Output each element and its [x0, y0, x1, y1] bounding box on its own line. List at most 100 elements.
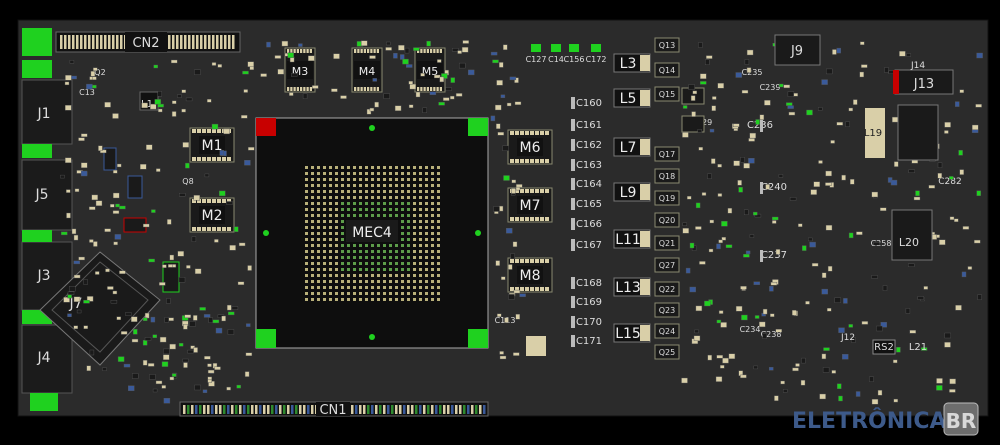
ball [353, 262, 356, 265]
smd-pad [818, 160, 823, 164]
smd-pad [705, 59, 710, 65]
ball [389, 268, 392, 271]
smd-pad [443, 97, 450, 101]
l5-label: L5 [620, 91, 637, 107]
smd-pad [207, 369, 215, 374]
right-block: J9 J13 J14 L19 L20 J12 RS2 L21 [774, 34, 954, 355]
smd-pad [113, 169, 118, 174]
ball [311, 190, 314, 193]
ball [353, 268, 356, 271]
pad [515, 189, 519, 193]
smd-pad [246, 323, 251, 327]
smd-pad [975, 104, 982, 108]
smd-pad [439, 76, 444, 83]
j13-label: J13 [913, 77, 934, 92]
smd-pad [818, 107, 823, 111]
ball [419, 238, 422, 241]
ball [317, 268, 320, 271]
ball [389, 166, 392, 169]
pad [287, 87, 290, 91]
smd-pad [698, 146, 703, 151]
cn1-label: CN1 [319, 403, 346, 418]
ball [323, 256, 326, 259]
pin [287, 405, 290, 414]
smd-pad [245, 352, 253, 356]
ball [437, 202, 440, 205]
smd-pad [749, 132, 756, 139]
smd-pad [142, 223, 150, 228]
ball [341, 268, 344, 271]
smd-pad [445, 87, 452, 91]
smd-pad [787, 105, 794, 109]
ball [335, 256, 338, 259]
pin [200, 35, 203, 49]
pad [540, 159, 544, 163]
ball [425, 196, 428, 199]
smd-pad [787, 91, 795, 97]
smd-pad [98, 145, 103, 151]
ball [353, 286, 356, 289]
ball [329, 166, 332, 169]
pad [197, 227, 201, 231]
pad [535, 217, 539, 221]
ball [419, 196, 422, 199]
smd-pad [789, 197, 797, 201]
smd-pad [860, 41, 865, 45]
smd-pad [266, 41, 271, 48]
ball [359, 178, 362, 181]
ball [425, 244, 428, 247]
ball [329, 286, 332, 289]
cap-mark [571, 97, 575, 109]
ball [347, 292, 350, 295]
ball [341, 274, 344, 277]
ball [371, 184, 374, 187]
smd-pad [490, 115, 496, 122]
pad [370, 87, 373, 91]
smd-pad [508, 264, 513, 270]
smd-pad [920, 347, 928, 351]
ball [317, 196, 320, 199]
ball [317, 184, 320, 187]
ball [425, 280, 428, 283]
ball [413, 286, 416, 289]
smd-pad [199, 307, 206, 311]
smd-pad [819, 393, 826, 400]
ball [395, 190, 398, 193]
smd-pad [193, 315, 198, 321]
ball [431, 196, 434, 199]
smd-pad [512, 241, 518, 247]
smd-pad [100, 149, 107, 154]
smd-pad [786, 102, 793, 106]
smd-pad [178, 192, 186, 197]
label-bg [517, 138, 543, 156]
smd-pad [94, 271, 100, 275]
smd-pad [206, 99, 212, 103]
smd-pad [735, 306, 743, 312]
smd-pad [759, 321, 766, 328]
ball [347, 184, 350, 187]
smd-pad [90, 71, 96, 77]
ball [425, 214, 428, 217]
ball [419, 172, 422, 175]
ball [389, 184, 392, 187]
ball [341, 220, 344, 223]
smd-pad [154, 99, 162, 105]
pad [207, 227, 211, 231]
smd-pad [682, 105, 688, 109]
ball [329, 184, 332, 187]
smd-pad [691, 111, 696, 117]
smd-pad [759, 114, 765, 121]
pad [303, 49, 306, 53]
pad [545, 131, 549, 135]
smd-pad [490, 51, 498, 56]
smd-pad [400, 54, 405, 60]
smd-pad [65, 74, 72, 81]
ball [305, 208, 308, 211]
ball [359, 268, 362, 271]
smd-pad [158, 108, 163, 113]
smd-pad [247, 61, 254, 67]
ball [323, 232, 326, 235]
cap-mark [571, 139, 575, 151]
cap [531, 44, 541, 52]
smd-pad [80, 162, 88, 168]
